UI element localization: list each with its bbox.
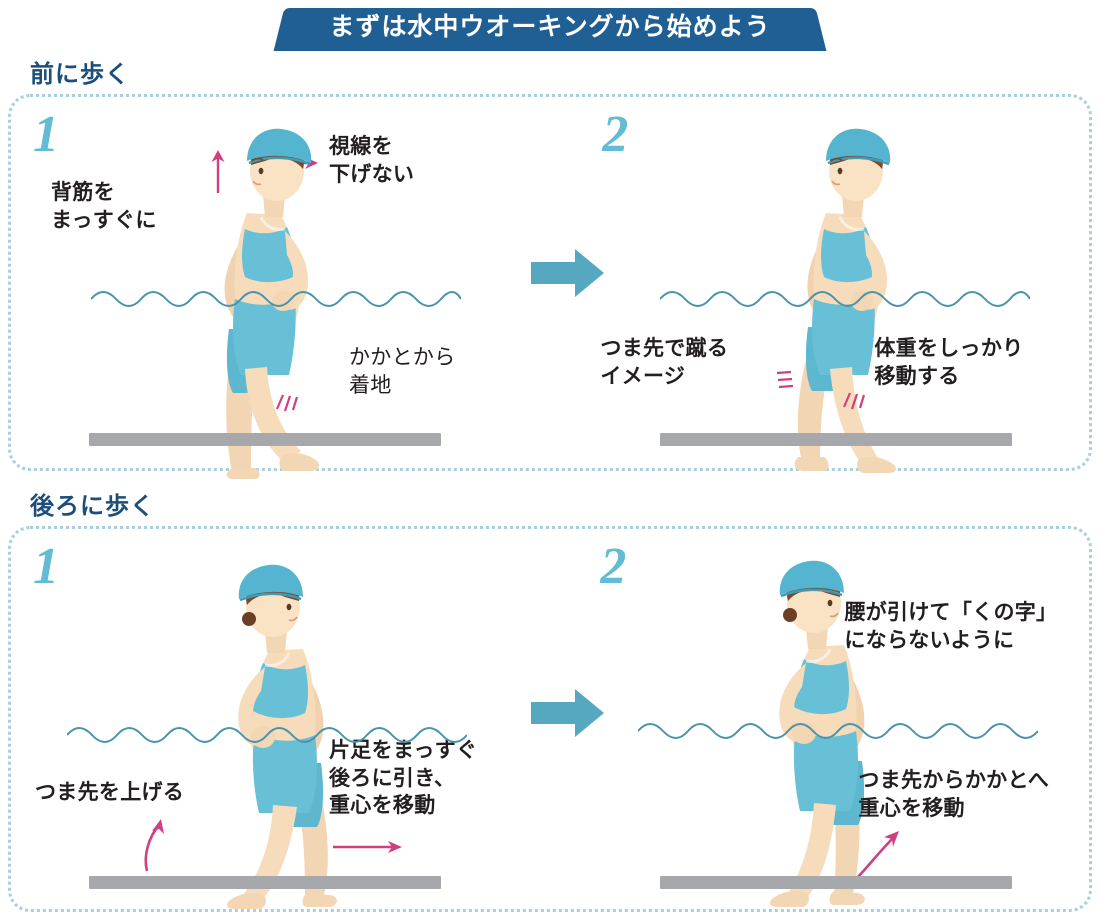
swimmer-figure-backward-2 <box>712 553 902 907</box>
step-arrow-icon-forward <box>530 247 605 299</box>
callout-heel-landing: かかとから 着地 <box>349 346 456 397</box>
step-arrow-icon-backward <box>530 687 605 739</box>
floor-bar-2 <box>660 433 1013 446</box>
panels-backward: 1 <box>11 529 1089 909</box>
step-panel-forward-1: 1 背筋を まっすぐに <box>11 97 518 479</box>
callout-hip-posture: 腰が引けて「くの字」 にならないように <box>844 601 1058 652</box>
callout-posture: 背筋を まっすぐに <box>51 181 157 232</box>
title-banner-wrap: まずは水中ウオーキングから始めよう <box>0 8 1100 51</box>
floor-bar-3 <box>89 876 441 889</box>
step-number-forward-1: 1 <box>33 106 59 163</box>
section-walk-backward: 後ろに歩く 1 <box>8 492 1092 916</box>
panel-box-backward: 1 <box>8 526 1092 912</box>
floor-bar-4 <box>660 876 1013 889</box>
diagonal-up-arrow-icon <box>854 829 910 881</box>
step-panel-forward-2: 2 <box>582 97 1089 473</box>
step-panel-backward-2: 2 <box>582 529 1089 909</box>
step-number-backward-1: 1 <box>33 538 59 595</box>
callout-gaze: 視線を 下げない <box>329 135 415 186</box>
up-arrow-icon <box>207 147 229 193</box>
section-heading-forward: 前に歩く <box>30 62 130 88</box>
floor-bar-1 <box>89 433 441 446</box>
panel-box-forward: 1 背筋を まっすぐに <box>8 94 1092 479</box>
water-line-icon-3 <box>67 719 467 745</box>
water-line-icon-2 <box>660 283 1031 309</box>
impact-ticks-icon-2 <box>774 369 798 391</box>
section-heading-backward: 後ろに歩く <box>30 494 155 520</box>
callout-leg-back: 片足をまっすぐ 後ろに引き、 重心を移動 <box>329 739 478 818</box>
impact-ticks-icon-3 <box>840 391 866 413</box>
callout-toe-to-heel: つま先からかかとへ 重心を移動 <box>858 769 1049 820</box>
swimmer-figure-forward-2 <box>768 121 938 473</box>
callout-lift-toes: つま先を上げる <box>35 781 185 804</box>
curved-up-arrow-icon <box>139 817 175 873</box>
impact-ticks-icon-1 <box>273 393 299 415</box>
step-number-backward-2: 2 <box>600 538 627 595</box>
callout-toe-kick: つま先で蹴る イメージ <box>600 337 729 388</box>
section-walk-forward: 前に歩く 1 背筋を まっすぐに <box>8 60 1092 479</box>
step-panel-backward-1: 1 <box>11 529 518 909</box>
water-line-icon-1 <box>91 283 461 309</box>
page-title: まずは水中ウオーキングから始めよう <box>295 8 805 51</box>
swimmer-figure-backward-1 <box>171 557 361 909</box>
panels-forward: 1 背筋を まっすぐに <box>11 97 1089 479</box>
callout-weight-shift: 体重をしっかり 移動する <box>874 337 1024 388</box>
step-number-forward-2: 2 <box>602 106 629 163</box>
water-line-icon-4 <box>638 715 1039 741</box>
right-arrow-icon-legback <box>333 837 403 857</box>
